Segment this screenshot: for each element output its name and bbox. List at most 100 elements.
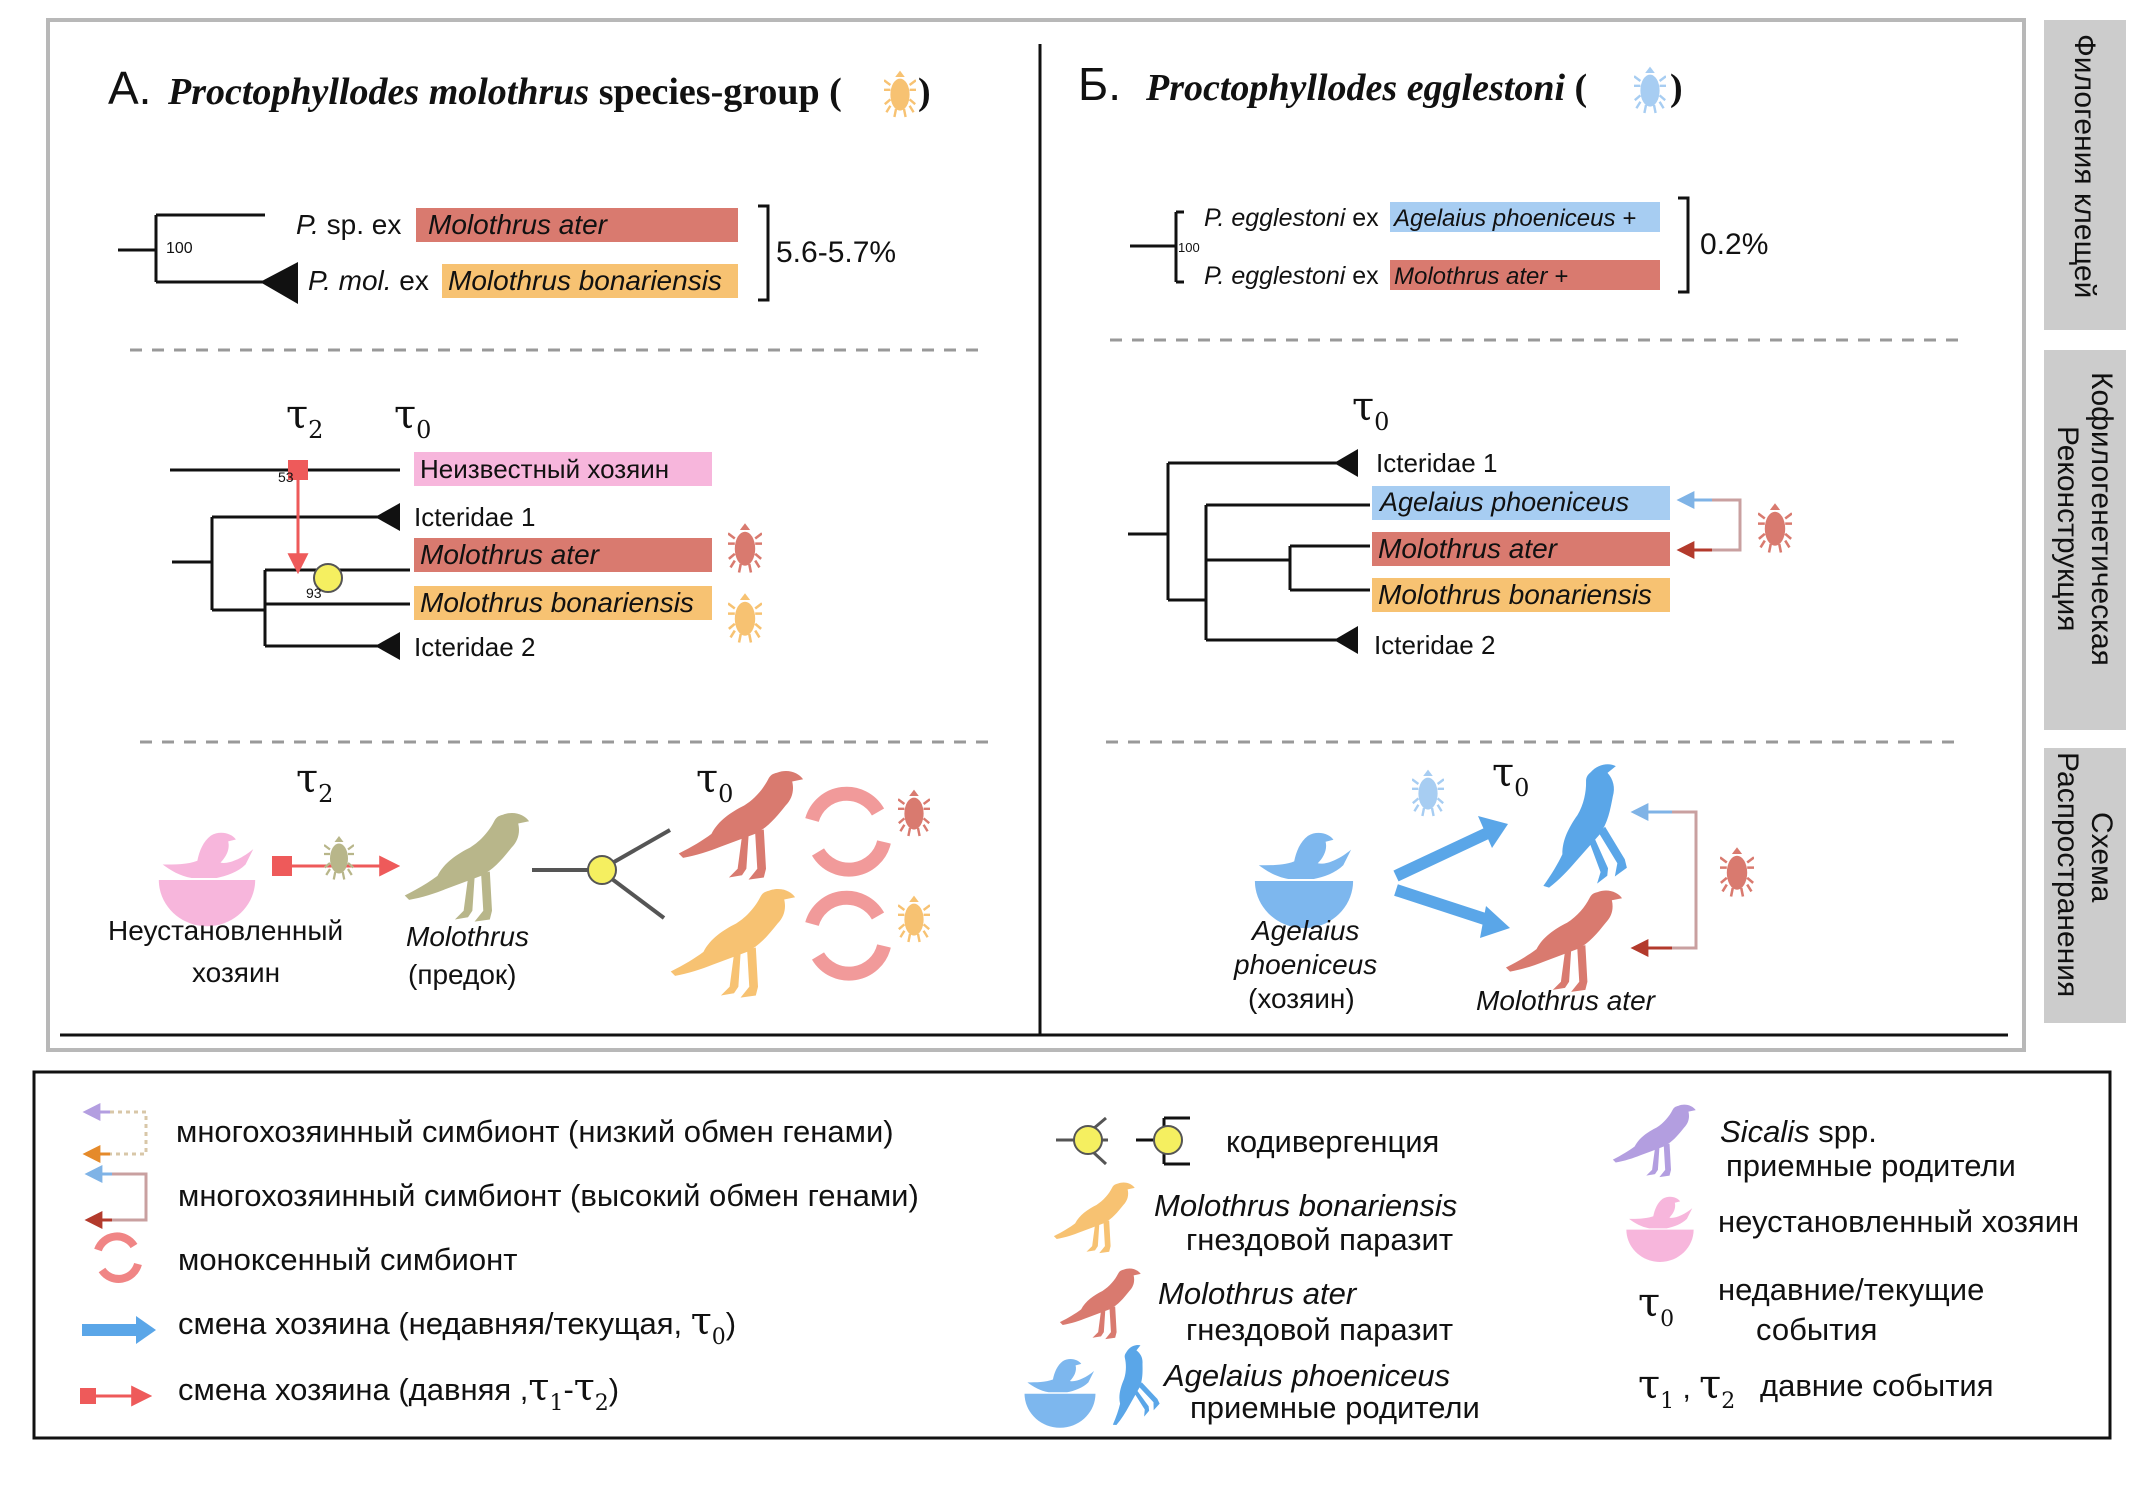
svg-text:Реконструкция: Реконструкция [2051,426,2084,632]
svg-text:Схема: Схема [2085,812,2118,903]
mite-blue-red-icon [1720,845,1754,899]
side-tab-mite-phylogeny: Филогения клещей [2044,20,2126,330]
side-tab-cophylogenetic: Кофилогенетическая Реконструкция [2044,350,2126,730]
panel-b-title: Б. Proctophyllodes egglestoni ( ) [1078,58,1683,115]
svg-text:Icteridae 2: Icteridae 2 [414,632,535,662]
svg-text:τ0: τ0 [1352,384,1389,436]
svg-text:Molothrus bonariensis: Molothrus bonariensis [1378,579,1652,610]
svg-text:(хозяин): (хозяин) [1248,983,1355,1014]
svg-text:Неизвестный хозяин: Неизвестный хозяин [420,454,669,484]
legend-multi-low-icon [82,1103,148,1163]
panel-b-cophylo: τ0 Icteridae 1 Agelaius phoeniceus Molot… [1128,384,1792,660]
legend-col1: многохозяинный симбионт (низкий обмен ге… [80,1103,919,1416]
svg-text:Кофилогенетическая: Кофилогенетическая [2085,372,2118,666]
svg-text:события: события [1756,1312,1877,1347]
svg-text:хозяин: хозяин [192,957,280,988]
panel-a-title: А. Proctophyllodes molothrus species-gro… [108,62,931,119]
svg-text:Agelaius phoeniceus: Agelaius phoeniceus [1378,487,1629,517]
svg-text:Icteridae 1: Icteridae 1 [1376,448,1497,478]
legend-hostswitch-old-icon [80,1385,153,1407]
legend-monoxenous-icon [94,1232,142,1283]
side-tab-distribution: Схема Распространения [2044,748,2126,1023]
svg-text:phoeniceus: phoeniceus [1233,949,1377,980]
svg-text:Филогения клещей: Филогения клещей [2068,34,2101,298]
mite-red-icon [898,788,930,838]
svg-text:Неустановленный: Неустановленный [108,915,343,946]
panel-b-mite-phylogeny: 100 P. egglestoni ex Agelaius phoeniceus… [1130,196,1768,294]
svg-text:5.6-5.7%: 5.6-5.7% [776,236,896,269]
svg-text:τ0: τ0 [696,756,733,808]
codivergence-node [587,855,617,885]
svg-text:P. sp. ex: P. sp. ex [296,209,401,240]
mite-olive-icon [324,834,354,881]
svg-text:недавние/текущие: недавние/текущие [1718,1272,1984,1307]
svg-text:смена хозяина (недавняя/текущ: смена хозяина (недавняя/текущая, τ0) [178,1299,736,1350]
svg-text:Б.: Б. [1078,58,1121,110]
svg-text:100: 100 [166,240,193,257]
svg-text:τ2: τ2 [286,392,323,444]
svg-text:Molothrus bonariensis: Molothrus bonariensis [448,265,722,296]
svg-text:Icteridae 1: Icteridae 1 [414,502,535,532]
svg-text:Agelaius phoeniceus +: Agelaius phoeniceus + [1392,205,1636,232]
svg-text:0.2%: 0.2% [1700,228,1768,261]
legend-col2: кодивергенция Molothrus bonariensis гнез… [1024,1116,1480,1437]
svg-text:приемные родители: приемные родители [1190,1390,1480,1425]
svg-text:Sicalis spp.: Sicalis spp. [1720,1114,1877,1149]
legend-frame [32,1070,2112,1440]
svg-text:многохозяинный симбионт (высок: многохозяинный симбионт (высокий обмен г… [178,1178,919,1213]
svg-text:): ) [918,71,931,113]
legend-bonariensis-bird-icon [1053,1182,1135,1254]
svg-text:P. egglestoni ex: P. egglestoni ex [1204,262,1379,290]
mite-orange-icon [898,894,930,944]
svg-text:А.: А. [108,62,151,114]
svg-text:Molothrus ater: Molothrus ater [1158,1276,1358,1311]
svg-text:Molothrus ater: Molothrus ater [428,209,609,240]
svg-text:неустановленный хозяин: неустановленный хозяин [1718,1204,2079,1239]
svg-text:многохозяинный симбионт (низки: многохозяинный симбионт (низкий обмен ге… [176,1114,894,1149]
svg-text:приемные родители: приемные родители [1726,1148,2016,1183]
svg-text:Proctophyllodes egglestoni (: Proctophyllodes egglestoni ( [1145,67,1587,109]
svg-text:давние события: давние события [1760,1368,1994,1403]
svg-text:93: 93 [306,585,322,601]
svg-text:τ0: τ0 [1638,1280,1674,1332]
legend-codivergence-icon [1056,1116,1190,1166]
panel-b-scheme: τ0 Agelaius phoeniceus (хозяин) Molothru… [1233,750,1754,1016]
svg-text:Molothrus ater +: Molothrus ater + [1394,263,1568,290]
svg-text:P. egglestoni ex: P. egglestoni ex [1204,204,1379,232]
svg-text:): ) [1670,67,1683,109]
legend-unknown-host-icon [1626,1196,1694,1262]
svg-text:τ0: τ0 [1492,750,1529,802]
agelaius-nest-bird-icon [1254,832,1354,929]
hostswitch-square [288,460,308,480]
mite-orange-icon [884,68,916,119]
svg-text:Molothrus ater: Molothrus ater [420,539,601,570]
panel-a-mite-phylogeny: 100 P. sp. ex Molothrus ater P. mol. ex … [118,204,896,304]
legend-col3: Sicalis spp. приемные родители неустанов… [1612,1104,2079,1414]
svg-text:Agelaius: Agelaius [1250,915,1359,946]
svg-text:P. mol. ex: P. mol. ex [308,265,429,296]
panel-a-scheme: τ2 τ0 Неустановленный хозяин Molothrus (… [108,756,930,998]
svg-text:Molothrus ater: Molothrus ater [1378,533,1559,564]
svg-text:Molothrus ater: Molothrus ater [1476,985,1657,1016]
legend-multi-high-icon [84,1165,148,1229]
codivergence-node [313,563,343,593]
svg-text:Molothrus: Molothrus [406,921,529,952]
svg-text:Agelaius phoeniceus: Agelaius phoeniceus [1162,1358,1450,1393]
legend-agelaius-nest-icon [1024,1358,1096,1428]
svg-text:гнездовой паразит: гнездовой паразит [1186,1312,1453,1347]
molothrus-bonariensis-bird-icon [670,888,796,998]
svg-text:τ1 , τ2: τ1 , τ2 [1638,1362,1735,1414]
mite-blue-red-icon [1758,501,1792,555]
svg-text:(предок): (предок) [408,959,517,990]
unknown-host-nest-bird-icon [158,832,256,927]
svg-text:53: 53 [278,469,294,485]
molothrus-ater-bird-icon [1505,890,1623,992]
top-panel-frame [46,18,2026,1052]
svg-text:Molothrus bonariensis: Molothrus bonariensis [1154,1188,1457,1223]
monoxenous-cycle-icon [805,786,891,981]
svg-text:τ0: τ0 [394,392,431,444]
mite-blue-icon [1634,64,1666,115]
mite-blue-icon [1412,768,1444,818]
svg-text:смена хозяина (давняя ,τ1-τ2): смена хозяина (давняя ,τ1-τ2) [178,1365,619,1416]
